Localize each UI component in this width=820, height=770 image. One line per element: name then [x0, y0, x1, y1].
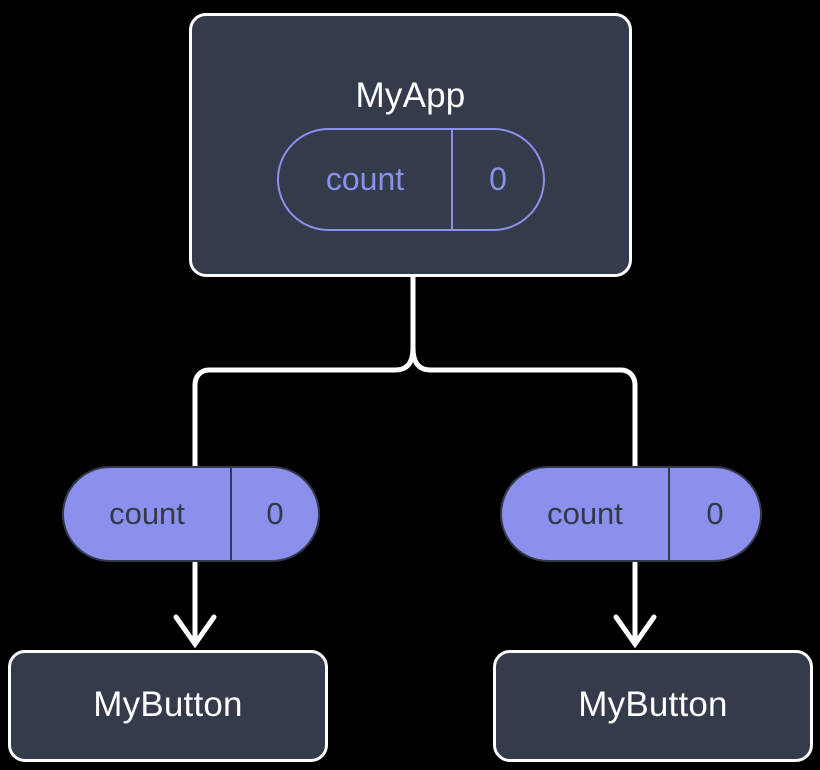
component-node-myapp[interactable]: MyApp — [189, 13, 632, 277]
prop-pill-value: 0 — [706, 496, 724, 531]
component-node-mybutton-right[interactable]: MyButton — [493, 650, 813, 762]
fork-connector-right — [410, 345, 638, 469]
component-title-mybutton-right: MyButton — [578, 685, 728, 724]
prop-arrow-right-head — [613, 614, 657, 649]
prop-pill-value: 0 — [266, 496, 284, 531]
state-pill-value: 0 — [489, 161, 507, 197]
prop-pill-key: count — [64, 468, 232, 560]
prop-arrow-left-head — [173, 614, 217, 649]
component-title-mybutton-left: MyButton — [93, 685, 243, 724]
prop-pill-left[interactable]: count 0 — [62, 466, 320, 562]
state-pill-key: count — [279, 130, 453, 229]
fork-connector — [192, 274, 416, 469]
component-title-myapp: MyApp — [355, 76, 466, 115]
state-pill-myapp[interactable]: count 0 — [277, 128, 545, 231]
prop-pill-key: count — [502, 468, 670, 560]
component-node-mybutton-left[interactable]: MyButton — [8, 650, 328, 762]
prop-pill-right[interactable]: count 0 — [500, 466, 762, 562]
